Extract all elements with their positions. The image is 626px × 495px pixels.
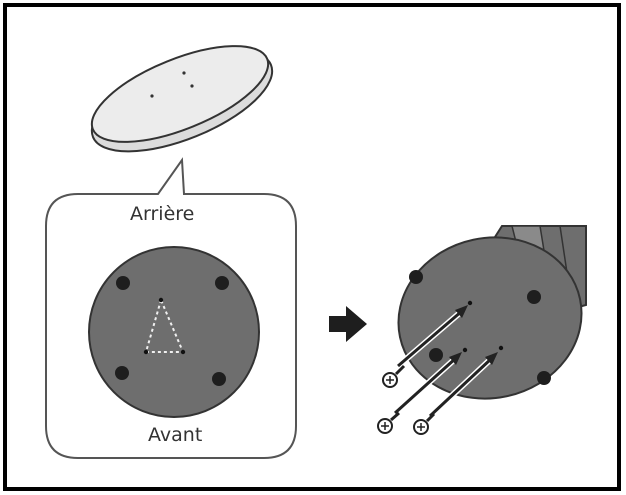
foot-pad bbox=[212, 372, 226, 386]
foot-pad bbox=[409, 270, 423, 284]
foot-pad bbox=[527, 290, 541, 304]
label-rear: Arrière bbox=[130, 203, 195, 225]
stand-plate-illustration bbox=[90, 45, 274, 153]
screw-icon bbox=[413, 412, 436, 435]
insertion-arrows bbox=[392, 305, 498, 419]
screw-icon bbox=[377, 411, 400, 434]
foot-pad bbox=[215, 276, 229, 290]
foot-pad bbox=[537, 371, 551, 385]
label-front: Avant bbox=[148, 424, 203, 446]
base-disc-bottom-view bbox=[88, 246, 260, 418]
screw-icon bbox=[382, 364, 406, 388]
foot-pad bbox=[116, 276, 130, 290]
foot-pad bbox=[429, 348, 443, 362]
foot-pad bbox=[115, 366, 129, 380]
arrow-right-icon bbox=[329, 306, 367, 342]
base-disc-perspective bbox=[397, 236, 583, 400]
